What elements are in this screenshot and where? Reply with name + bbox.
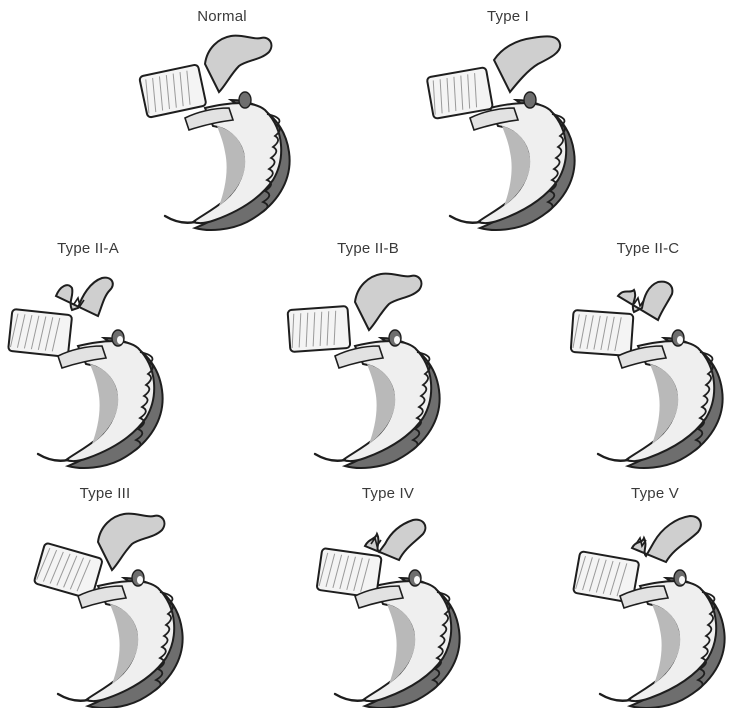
posterior-elements [205, 36, 271, 92]
foramen [117, 336, 123, 344]
coccyx [38, 454, 68, 461]
l5-vertebral-body [288, 306, 351, 352]
panel-label-normal: Normal [197, 8, 247, 25]
panel-label-type-4: Type IV [362, 485, 414, 502]
lumbosacral-drawing [317, 520, 460, 708]
l5-vertebral-body [8, 309, 72, 357]
illustration-type-4 [305, 508, 480, 708]
lumbosacral-drawing [427, 36, 575, 230]
coccyx [600, 694, 630, 701]
panel-label-type-3: Type III [80, 485, 131, 502]
l5-body-outline [139, 64, 206, 118]
coccyx [58, 694, 88, 701]
panel-label-type-2c: Type II-C [617, 240, 680, 257]
posterior-elements [98, 514, 164, 570]
coccyx [450, 216, 480, 223]
lumbosacral-drawing [571, 282, 723, 468]
l5-vertebral-body [571, 310, 634, 356]
foramen [677, 336, 683, 344]
posterior-elements [355, 274, 421, 330]
coccyx [315, 454, 345, 461]
illustration-type-2b [285, 268, 460, 468]
posterior-elements [494, 36, 560, 92]
illustration-type-3 [28, 508, 203, 708]
illustration-type-1 [420, 30, 595, 230]
coccyx [165, 216, 195, 223]
panel-label-type-2b: Type II-B [337, 240, 399, 257]
lumbosacral-drawing [573, 516, 725, 708]
l5-body-outline [427, 67, 493, 119]
lumbosacral-drawing [8, 278, 163, 468]
foramen [137, 576, 143, 584]
facet-joint [524, 92, 536, 108]
l5-vertebral-body [139, 64, 206, 118]
illustration-normal [135, 30, 310, 230]
foramen [414, 576, 420, 584]
l5-body-outline [571, 310, 634, 356]
illustration-type-5 [570, 508, 744, 708]
coccyx [335, 694, 365, 701]
foramen [679, 576, 685, 584]
l5-body-outline [288, 306, 351, 352]
lumbosacral-drawing [139, 36, 290, 230]
illustration-type-2c [568, 268, 743, 468]
coccyx [598, 454, 628, 461]
panel-label-type-1: Type I [487, 8, 529, 25]
posterior-elements [632, 516, 701, 562]
panel-label-type-2a: Type II-A [57, 240, 119, 257]
lumbosacral-drawing [288, 274, 440, 468]
posterior-elements [56, 278, 113, 316]
panel-label-type-5: Type V [631, 485, 679, 502]
illustration-type-2a [8, 268, 183, 468]
lumbosacral-drawing [34, 514, 183, 708]
facet-joint [239, 92, 251, 108]
l5-vertebral-body [427, 67, 493, 119]
foramen [394, 336, 400, 344]
